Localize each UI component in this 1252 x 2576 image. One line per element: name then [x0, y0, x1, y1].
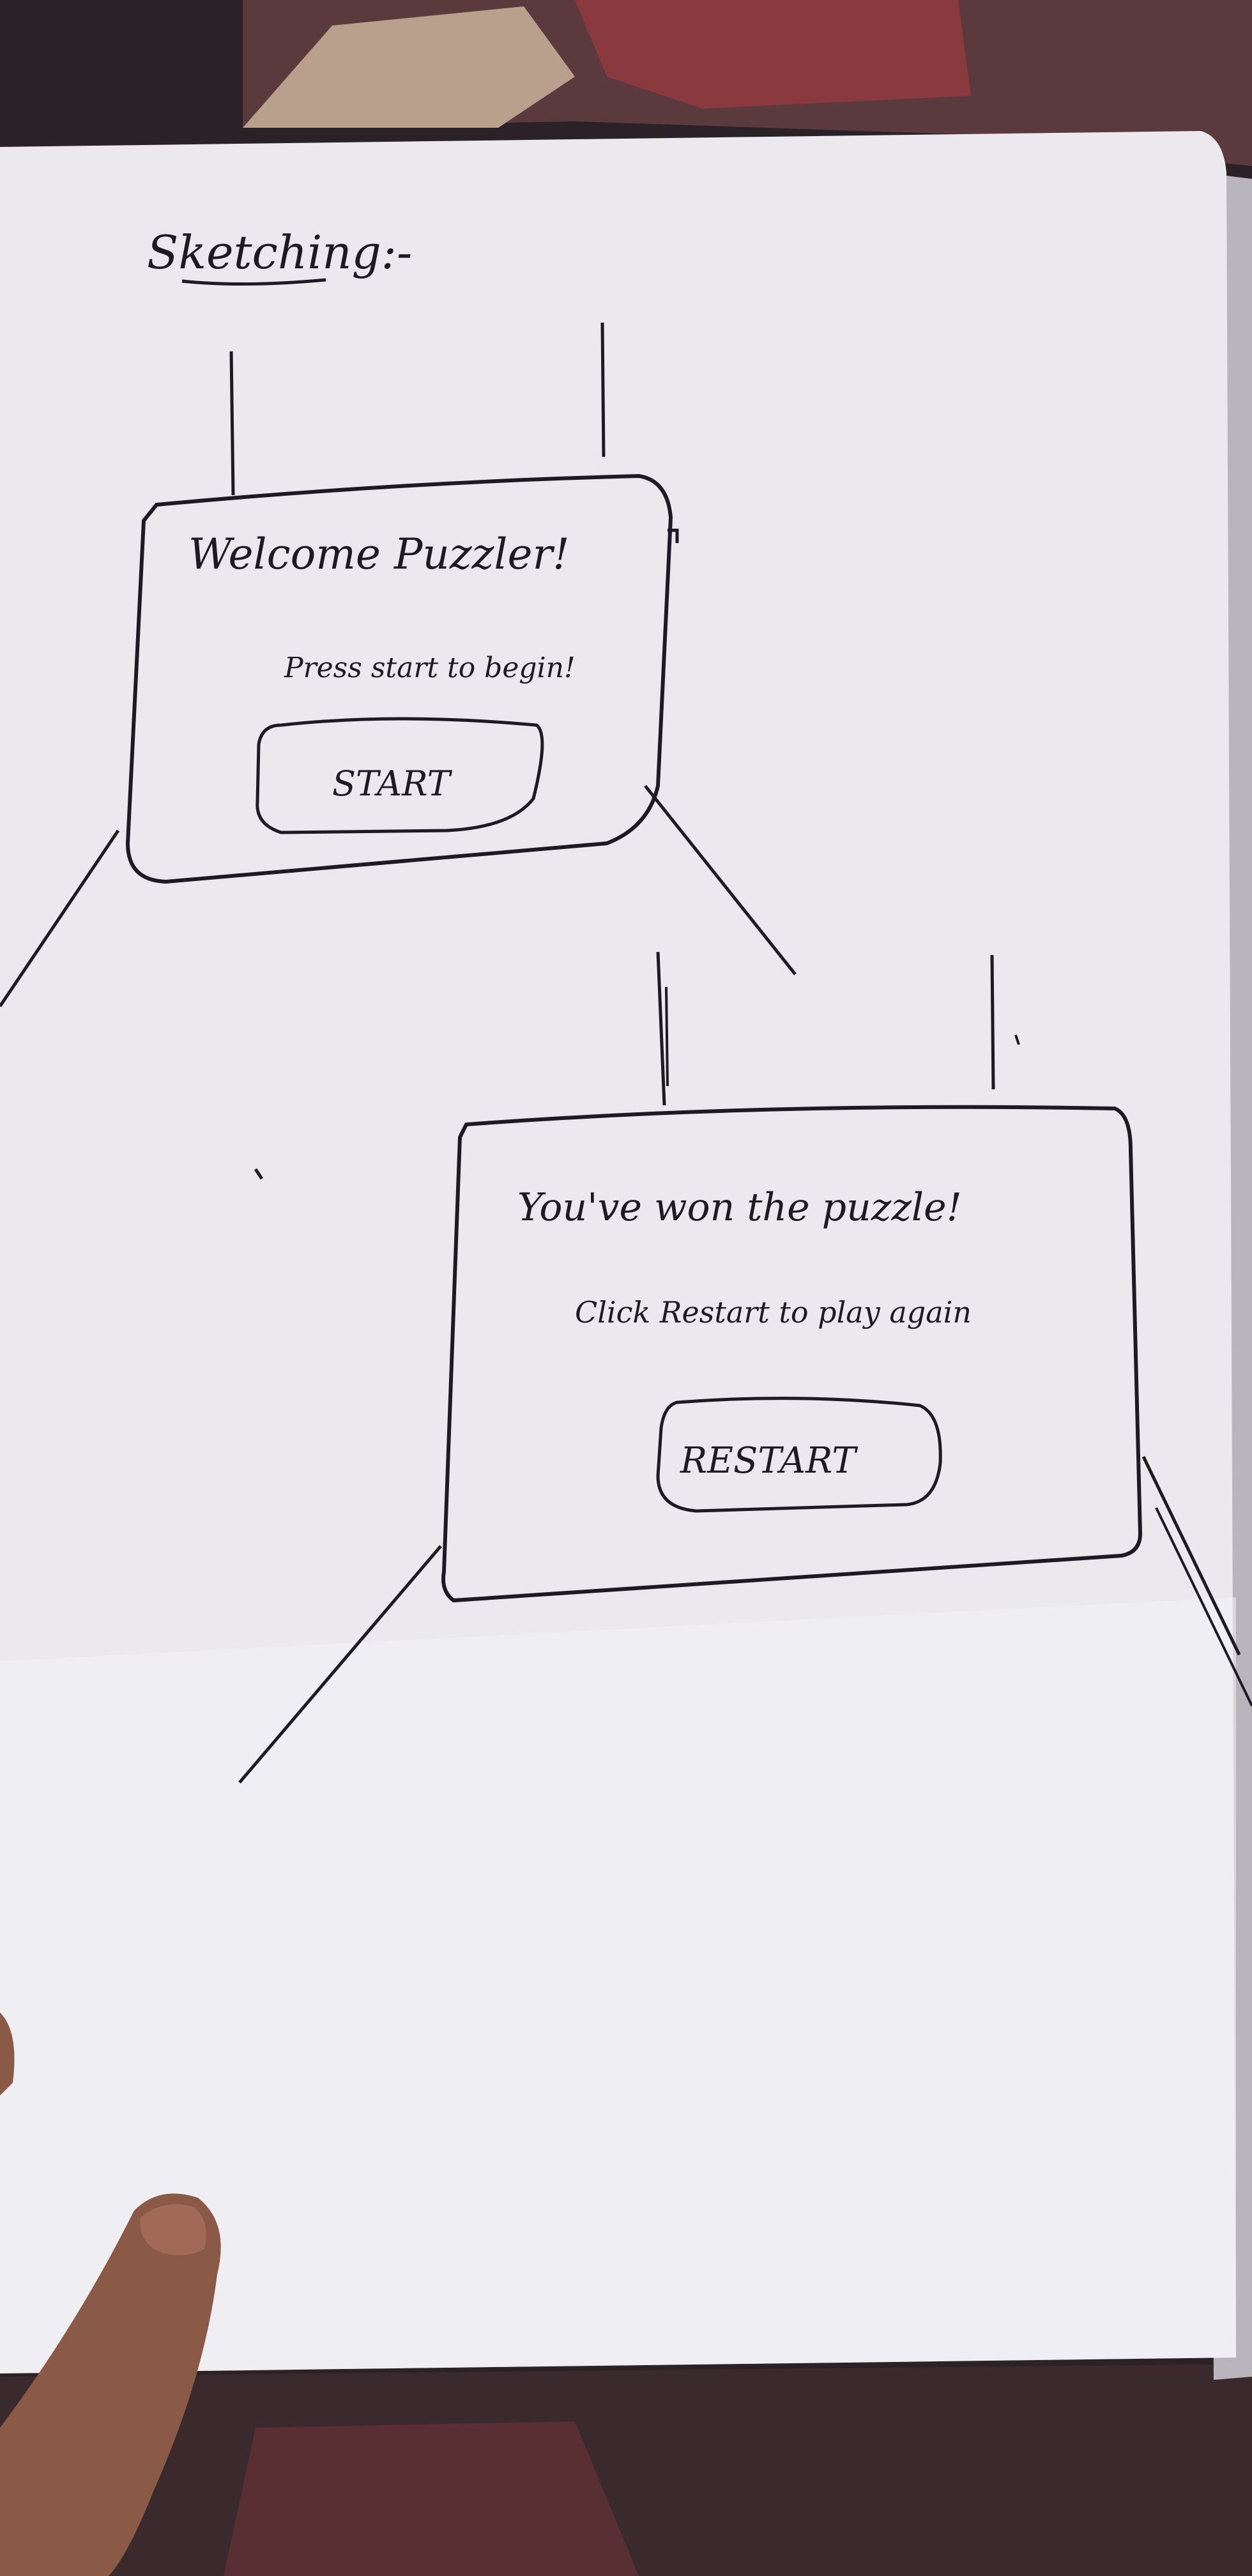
- welcome-frame: [125, 473, 673, 884]
- stray-tick-mark: [1014, 1034, 1020, 1045]
- win-screen-wireframe: You've won the puzzle! Click Restart to …: [238, 951, 1252, 1784]
- connector-right-down-2b: [1155, 1507, 1252, 1706]
- rug-pattern-red: [575, 0, 971, 109]
- hanger-line-left-2b: [665, 986, 669, 1087]
- sketch-heading: Sketching:-: [147, 226, 412, 279]
- welcome-frame-corner-mark: [668, 528, 679, 543]
- start-button-outline: [256, 717, 544, 834]
- win-subtitle: Click Restart to play again: [575, 1295, 972, 1330]
- welcome-title: Welcome Puzzler!: [188, 530, 570, 579]
- connector-to-win-screen: [644, 785, 797, 976]
- finger-nail: [140, 2204, 206, 2255]
- win-frame: [441, 1105, 1143, 1603]
- stray-pen-mark: [254, 1168, 264, 1180]
- rug-pattern-bottom-red: [224, 2421, 639, 2576]
- finger: [0, 2193, 221, 2576]
- welcome-subtitle: Press start to begin!: [284, 652, 576, 684]
- hanger-line-left: [229, 351, 235, 496]
- heading-underline: [181, 278, 326, 286]
- start-button-label: START: [332, 763, 453, 804]
- thumb-edge: [0, 2012, 15, 2096]
- connector-left-down: [0, 829, 120, 1008]
- restart-button-label: RESTART: [680, 1440, 858, 1482]
- paper-lighting: [0, 1597, 1236, 2373]
- welcome-screen-wireframe: Welcome Puzzler! Press start to begin! S…: [0, 322, 797, 1008]
- rug-pattern-beige: [243, 6, 575, 128]
- hanger-line-right-2: [990, 954, 995, 1090]
- win-title: You've won the puzzle!: [517, 1185, 962, 1230]
- hanger-line-right: [600, 322, 606, 457]
- connector-left-down-2: [238, 1545, 442, 1784]
- connector-right-down-2: [1141, 1455, 1241, 1656]
- hanger-line-left-2: [656, 951, 666, 1106]
- restart-button-outline: [656, 1397, 942, 1513]
